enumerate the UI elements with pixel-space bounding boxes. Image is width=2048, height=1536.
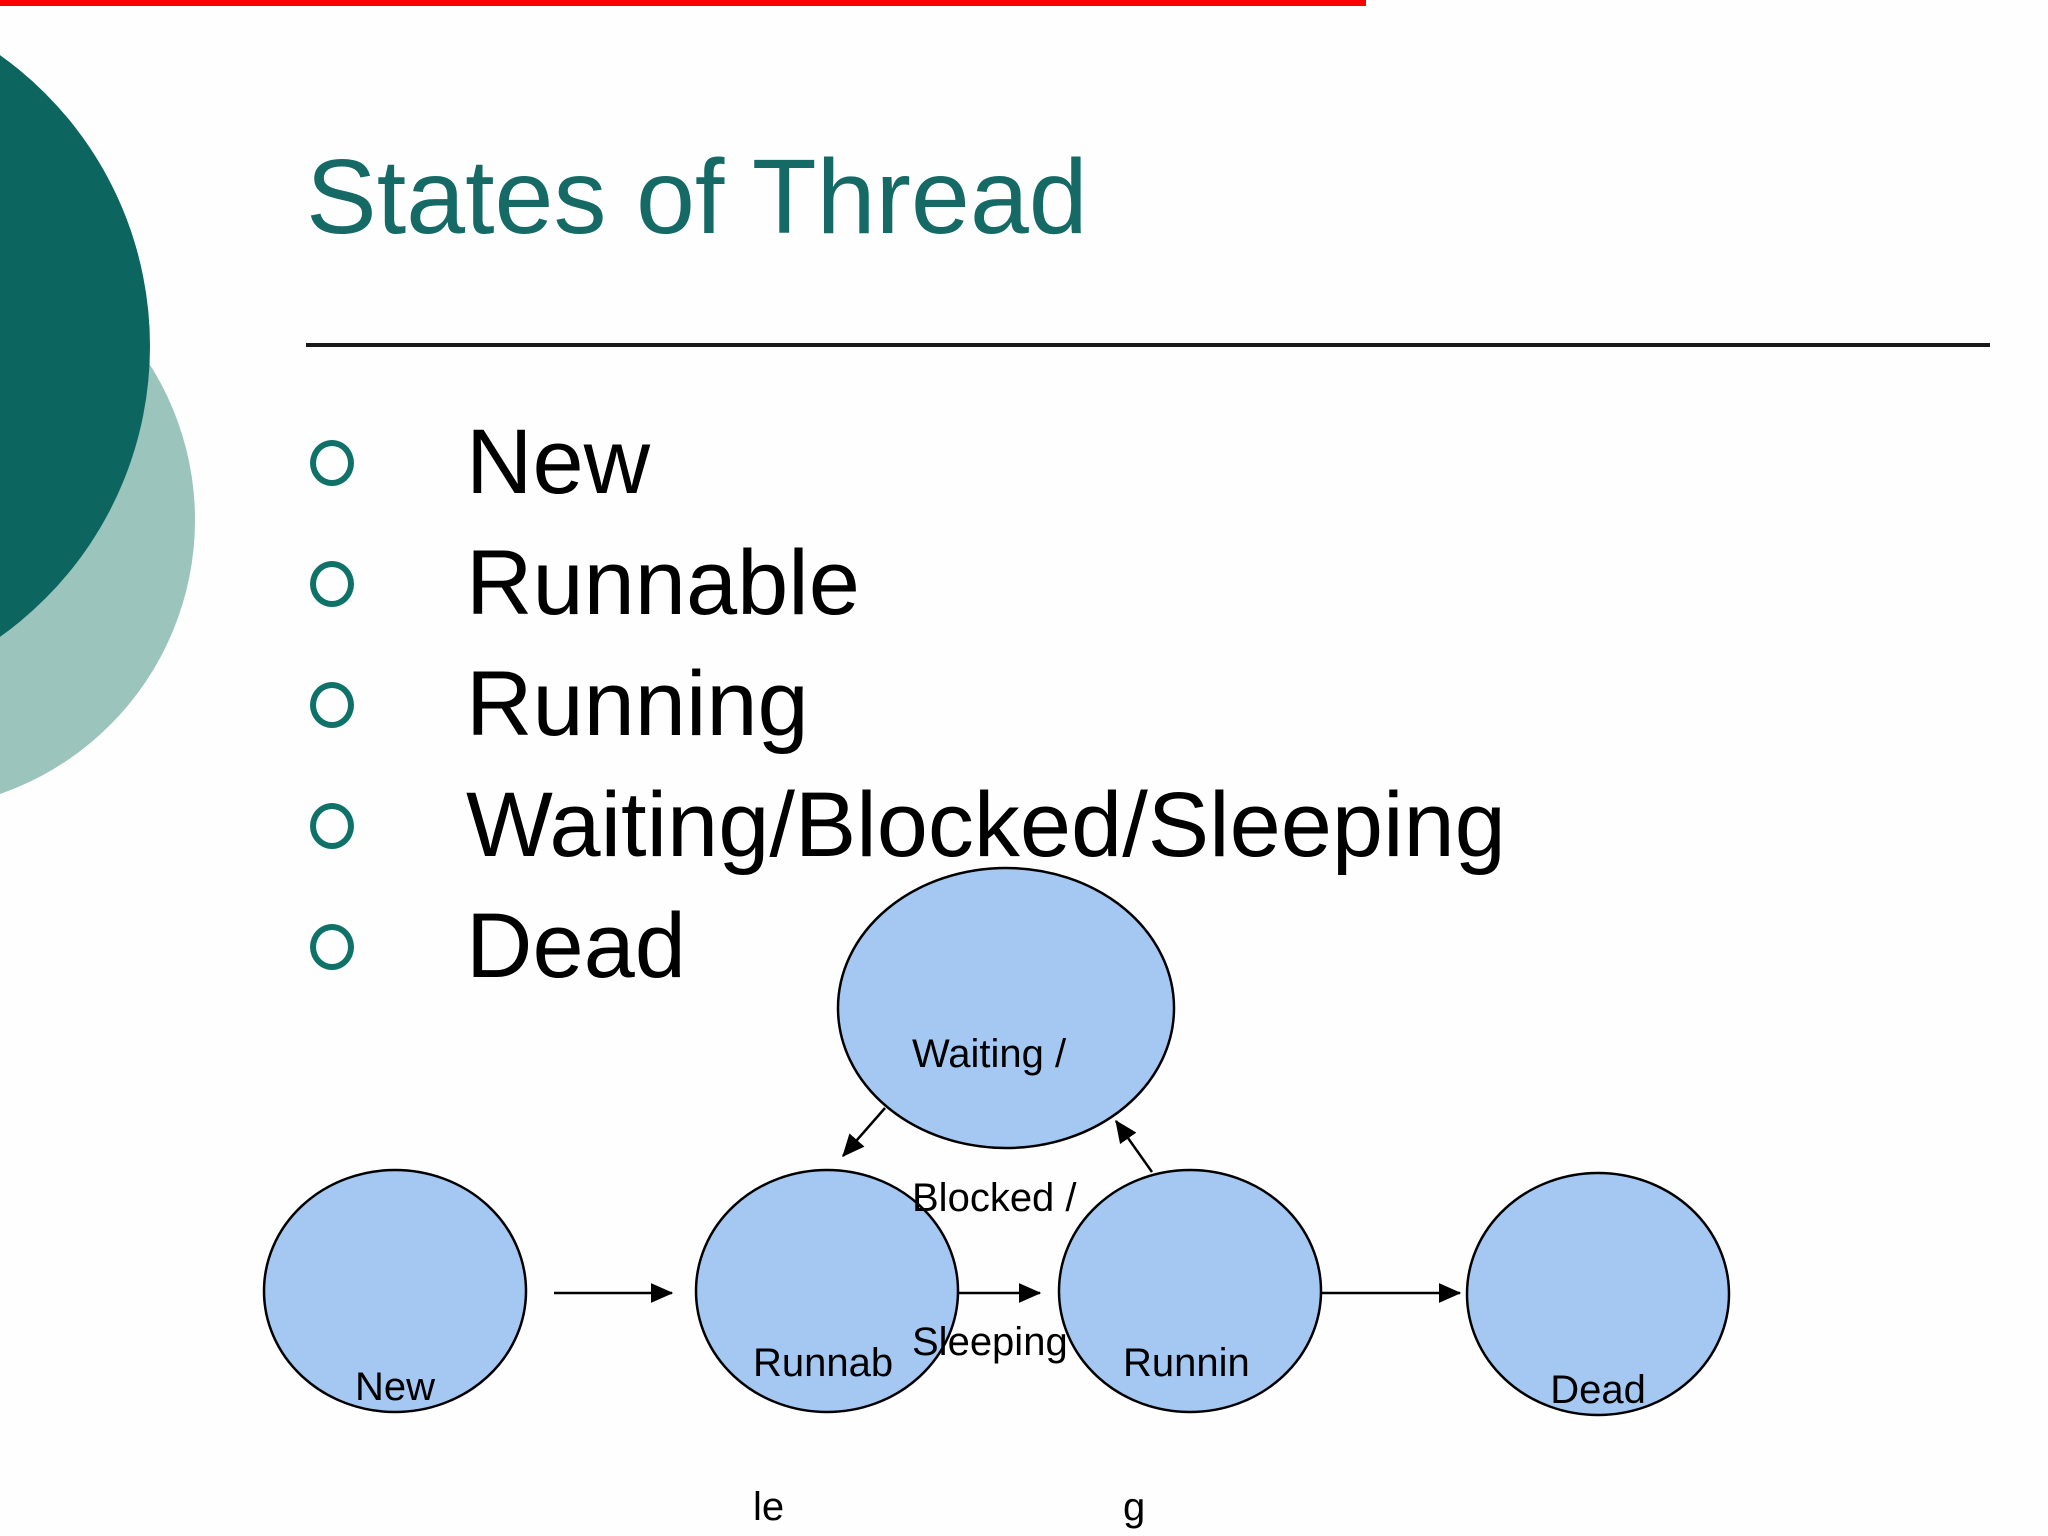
bullet-list: New Runnable Running Waiting/Blocked/Sle… xyxy=(0,402,1700,1007)
circle-bullet-icon xyxy=(310,802,354,849)
list-item: Waiting/Blocked/Sleeping xyxy=(0,765,1700,886)
slide-title: States of Thread xyxy=(306,138,1088,256)
list-item: Dead xyxy=(0,886,1700,1007)
node-label-line: Waiting / xyxy=(912,1032,1067,1076)
list-item: New xyxy=(0,402,1700,523)
arrow-running-to-waiting xyxy=(1114,1119,1154,1173)
node-label-new: New xyxy=(264,1267,526,1507)
node-label-running: Runnin g xyxy=(1123,1243,1250,1536)
node-label-dead: Dead xyxy=(1467,1270,1729,1510)
top-red-progress-bar xyxy=(0,0,1366,6)
arrow-waiting-to-runnable xyxy=(842,1107,886,1157)
circle-bullet-icon xyxy=(310,560,354,607)
node-label-runnable: Runnab le xyxy=(753,1243,893,1536)
node-label-line: Blocked / xyxy=(912,1176,1077,1220)
state-node-waiting xyxy=(836,866,1176,1150)
bullet-label: Runnable xyxy=(466,532,860,634)
node-label-line: g xyxy=(1123,1485,1146,1529)
circle-bullet-icon xyxy=(310,439,354,486)
bullet-label: Running xyxy=(466,653,809,755)
node-label-line: le xyxy=(753,1485,785,1529)
state-node-new xyxy=(262,1168,528,1414)
node-label-line: New xyxy=(354,1365,436,1409)
state-node-runnable xyxy=(694,1168,960,1414)
state-node-dead xyxy=(1465,1171,1731,1417)
list-item: Running xyxy=(0,644,1700,765)
node-label-waiting: Waiting / Blocked / Sleeping xyxy=(912,934,1077,1462)
bullet-label: Waiting/Blocked/Sleeping xyxy=(466,774,1506,876)
bullet-label: New xyxy=(466,411,651,513)
circle-bullet-icon xyxy=(310,923,354,970)
circle-bullet-icon xyxy=(310,681,354,728)
node-label-line: Runnin xyxy=(1123,1341,1250,1385)
state-node-running xyxy=(1057,1168,1323,1414)
title-divider-line xyxy=(306,343,1990,347)
node-label-line: Dead xyxy=(1550,1368,1646,1412)
node-label-line: Sleeping xyxy=(912,1320,1068,1364)
node-label-line: Runnab xyxy=(753,1341,894,1385)
list-item: Runnable xyxy=(0,523,1700,644)
bullet-label: Dead xyxy=(466,895,686,997)
